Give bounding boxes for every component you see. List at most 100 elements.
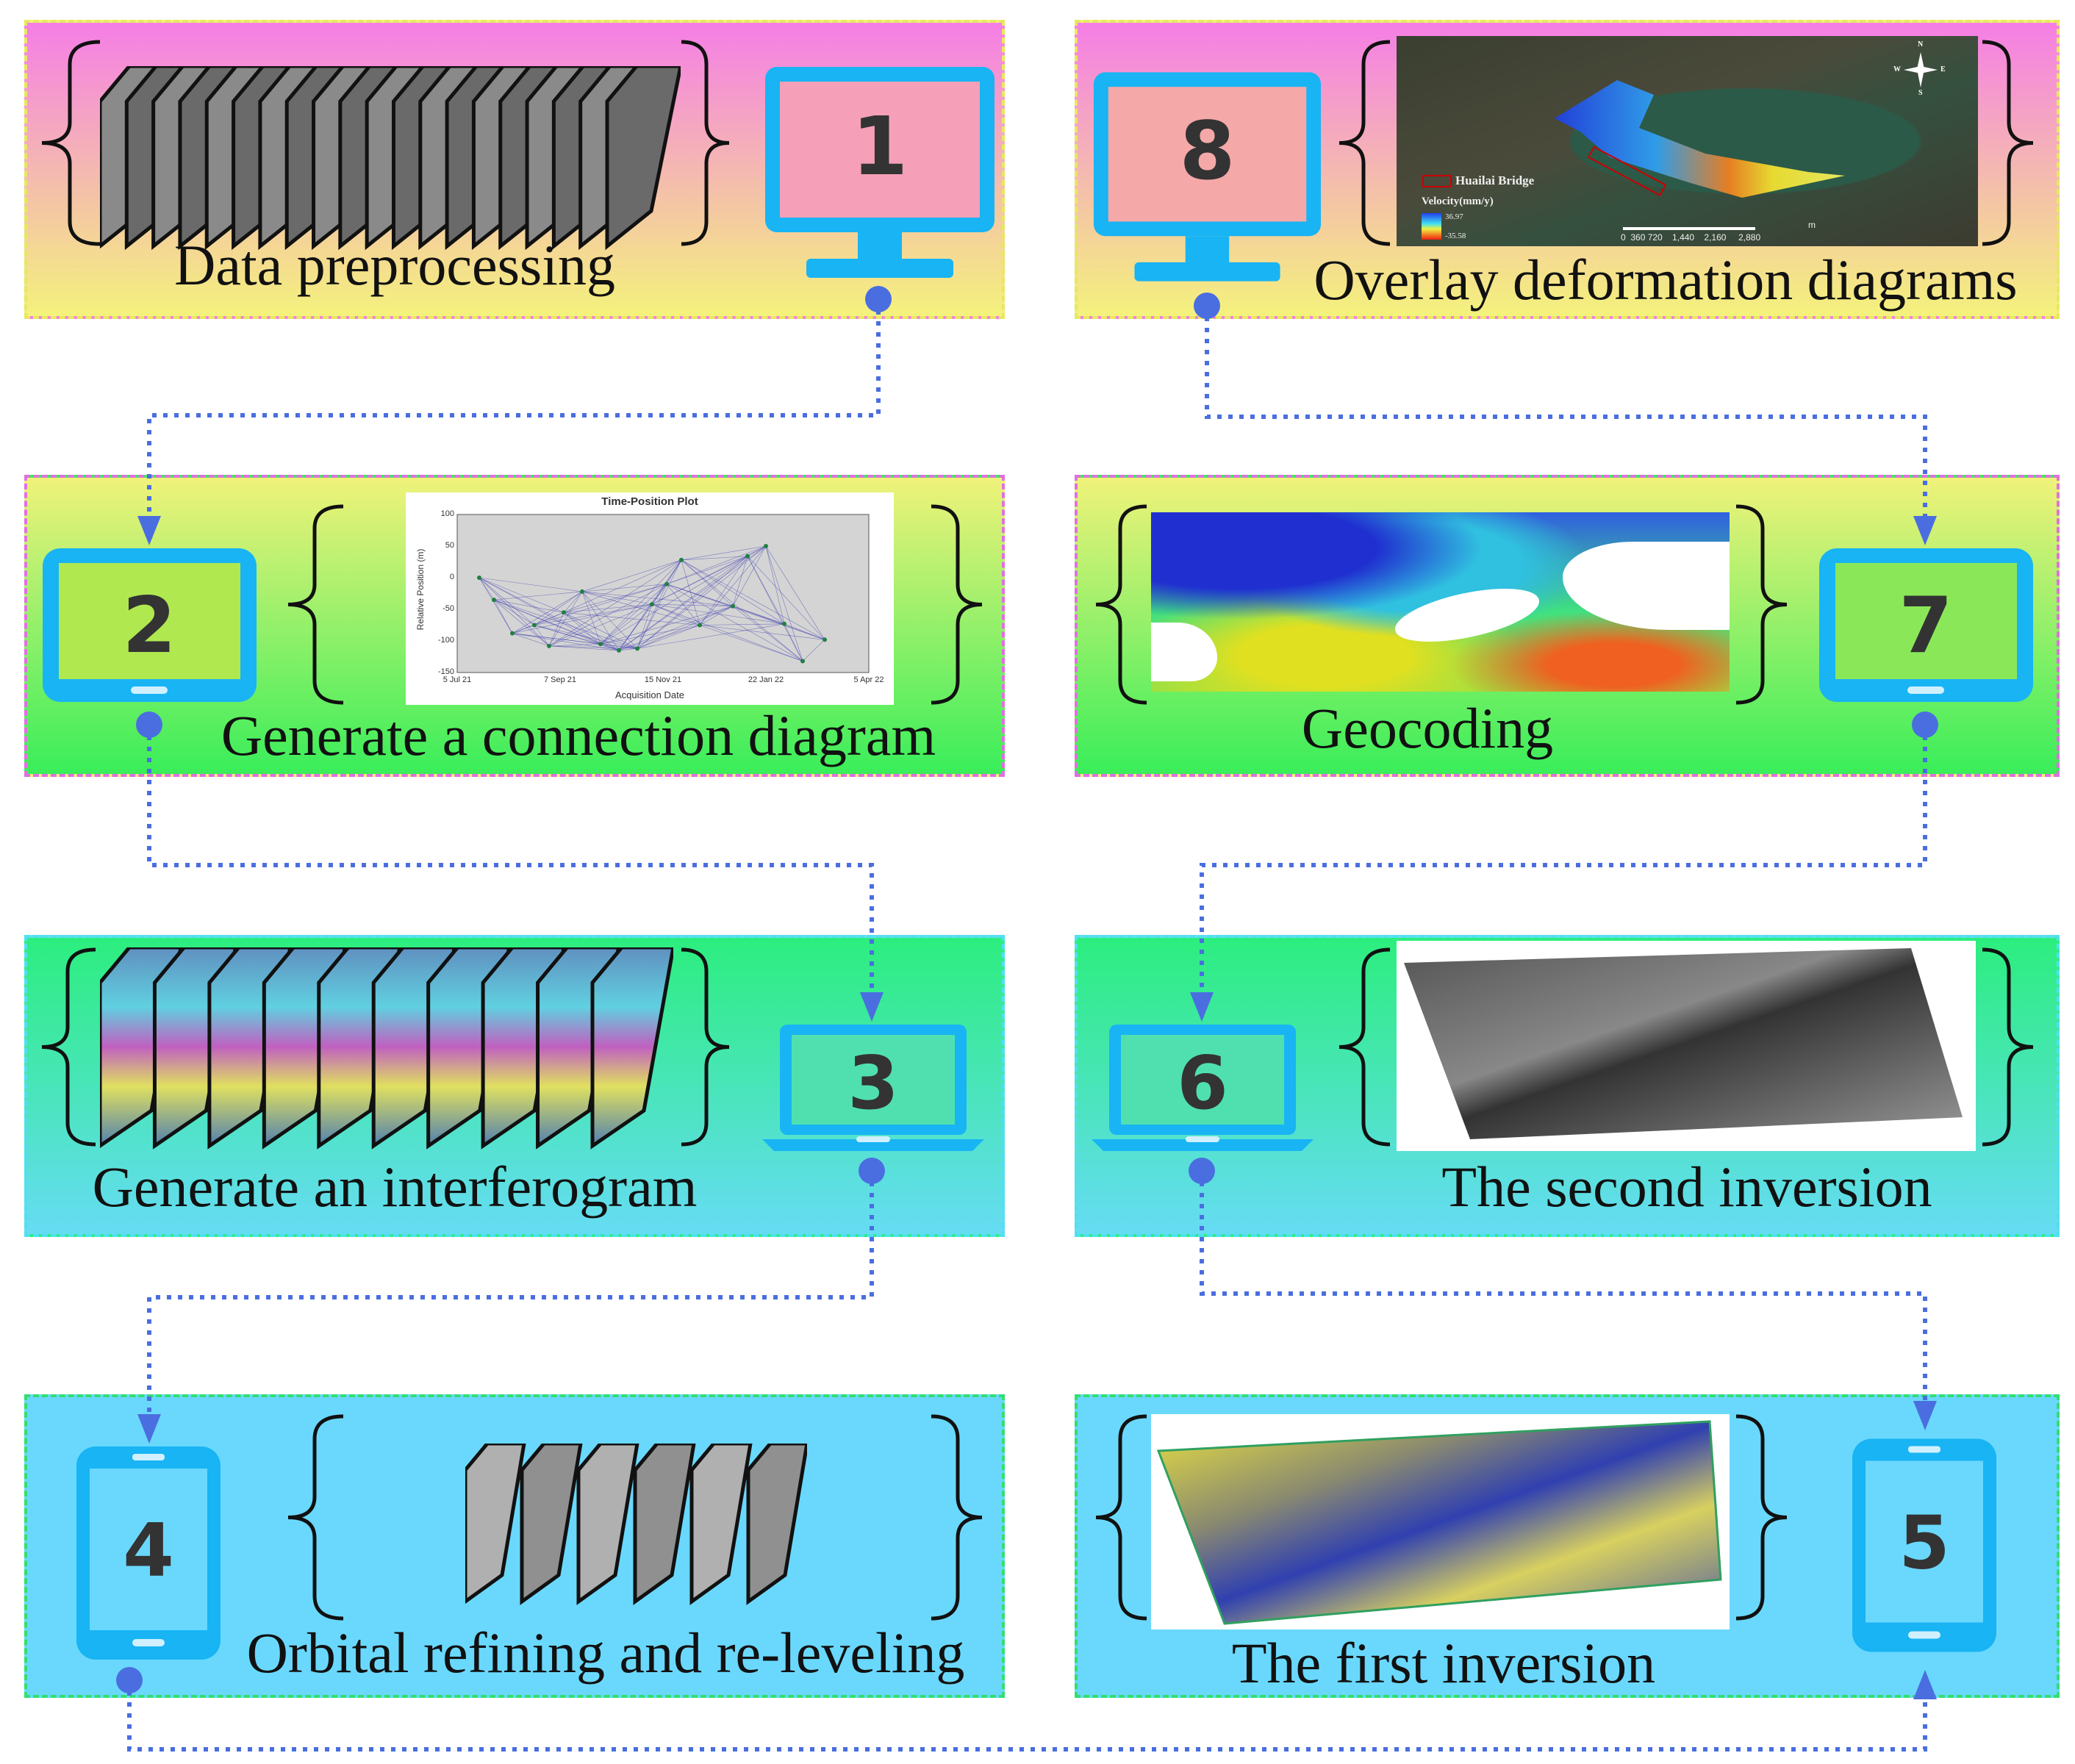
interferogram-pair-line (581, 591, 601, 645)
acquisition-point (745, 553, 750, 559)
connector-start-dot (859, 1158, 885, 1184)
plot-xlabel: Acquisition Date (615, 689, 684, 700)
step-label-6: The second inversion (1441, 1155, 1932, 1219)
interferogram-pair-line (493, 599, 513, 634)
connector-arrow (136, 711, 884, 1022)
interferogram-pair-line (784, 623, 803, 662)
interferogram-pair-line (618, 545, 767, 651)
interferogram-pair-line (548, 584, 667, 647)
scale-labels: 0 360 720 1,440 2,160 2,880 (1621, 232, 1761, 243)
arrowhead-icon (137, 516, 161, 545)
compass-w: W (1893, 65, 1901, 74)
first-inversion-image (1151, 1414, 1730, 1629)
step-number-4: 4 (123, 1507, 174, 1593)
sar-image-stack (100, 66, 681, 250)
step-label-2: Generate a connection diagram (221, 703, 936, 767)
acquisition-point (598, 642, 603, 647)
compass-n: N (1918, 40, 1924, 49)
right-brace (1982, 40, 2034, 246)
connection-diagram-plot: Time-Position Plot Acquisition Date Rela… (406, 492, 894, 705)
interferogram-pair-line (600, 559, 682, 645)
interferogram-pair-line (666, 556, 748, 584)
arrowhead-icon (860, 992, 884, 1022)
left-brace (1338, 40, 1390, 246)
image-frame (465, 1444, 526, 1605)
interferogram-pair-line (600, 584, 667, 645)
interferogram-pair-line (493, 599, 565, 613)
acquisition-point (617, 648, 621, 653)
legend-bridge-label: Huailai Bridge (1455, 173, 1535, 187)
interferogram-pair-line (681, 559, 825, 640)
interferogram-pair-line (666, 545, 767, 584)
interferogram-pair-line (581, 559, 682, 592)
interferogram-pair-line (666, 584, 803, 662)
interferogram-pair-line (534, 591, 583, 625)
step-number-8: 8 (1180, 104, 1236, 198)
left-brace (1095, 504, 1147, 705)
interferogram-pair-line (534, 625, 620, 651)
monitor-icon: 8 (1093, 72, 1322, 282)
interferogram-pair-line (681, 559, 734, 606)
interferogram-pair-line (479, 577, 495, 600)
interferogram-pair-line (548, 612, 565, 647)
interferogram-pair-line (479, 577, 601, 645)
connector-start-dot (136, 711, 162, 738)
interferogram-pair-line (548, 644, 601, 647)
interferogram-pair-line (732, 545, 767, 606)
interferogram-pair-line (600, 556, 748, 645)
interferogram-pair-line (784, 623, 825, 640)
left-brace (287, 504, 343, 705)
left-brace (287, 1414, 343, 1621)
second-inversion-image (1397, 941, 1976, 1151)
right-brace (1736, 1414, 1788, 1621)
step-number-7: 7 (1899, 581, 1952, 670)
interferogram-pair-line (699, 625, 803, 662)
acquisition-point (823, 637, 827, 642)
right-brace (681, 947, 730, 1147)
interferogram-pair-line (600, 603, 653, 645)
left-brace (1338, 947, 1390, 1147)
acquisition-point (492, 598, 496, 603)
interferogram-pair-line (512, 603, 653, 634)
interferogram-pair-line (699, 606, 734, 625)
bridge-outline (1587, 146, 1667, 197)
interferogram-pair-line (802, 639, 825, 662)
interferogram-pair-line (699, 625, 825, 640)
connector-start-dot (116, 1667, 143, 1693)
interferogram-pair-line (747, 556, 803, 662)
acquisition-point (764, 544, 768, 548)
compass-rose (1904, 52, 1938, 87)
acquisition-point (664, 581, 669, 587)
legend-velocity-title: Velocity(mm/y) (1422, 196, 1494, 207)
legend-bridge-box (1422, 175, 1452, 187)
compass-s: S (1918, 89, 1923, 97)
interferogram-pair-line (666, 559, 682, 584)
interferogram-pair-line (563, 591, 583, 613)
right-brace (681, 40, 730, 246)
connector-arrow (1190, 711, 1938, 1022)
interferogram-pair-line (479, 577, 583, 592)
interferogram-pair-line (681, 556, 748, 561)
refined-image-stack (465, 1444, 807, 1605)
interferogram-pair-line (651, 603, 785, 625)
yellow-blue-deformation (1156, 1420, 1722, 1625)
interferogram-pair-line (699, 545, 767, 625)
interferogram-pair-line (563, 559, 682, 613)
connector-arrow (137, 286, 892, 545)
interferogram-pair-line (618, 625, 700, 651)
interferogram-pair-line (548, 559, 682, 647)
image-frame (746, 1444, 807, 1605)
right-brace (931, 504, 983, 705)
velocity-colorbar (1422, 213, 1441, 240)
interferogram-pair-line (699, 556, 748, 625)
interferogram-pair-line (548, 603, 653, 647)
left-brace (41, 947, 96, 1147)
interferogram-pair-line (493, 591, 583, 600)
acquisition-point (731, 603, 735, 609)
image-frame (520, 1444, 583, 1605)
y-tick-label: 100 (440, 509, 454, 518)
interferogram-pair-line (512, 633, 550, 647)
interferogram-pair-line (747, 556, 825, 640)
acquisition-point (547, 643, 551, 648)
interferogram-pair-line (681, 545, 767, 561)
